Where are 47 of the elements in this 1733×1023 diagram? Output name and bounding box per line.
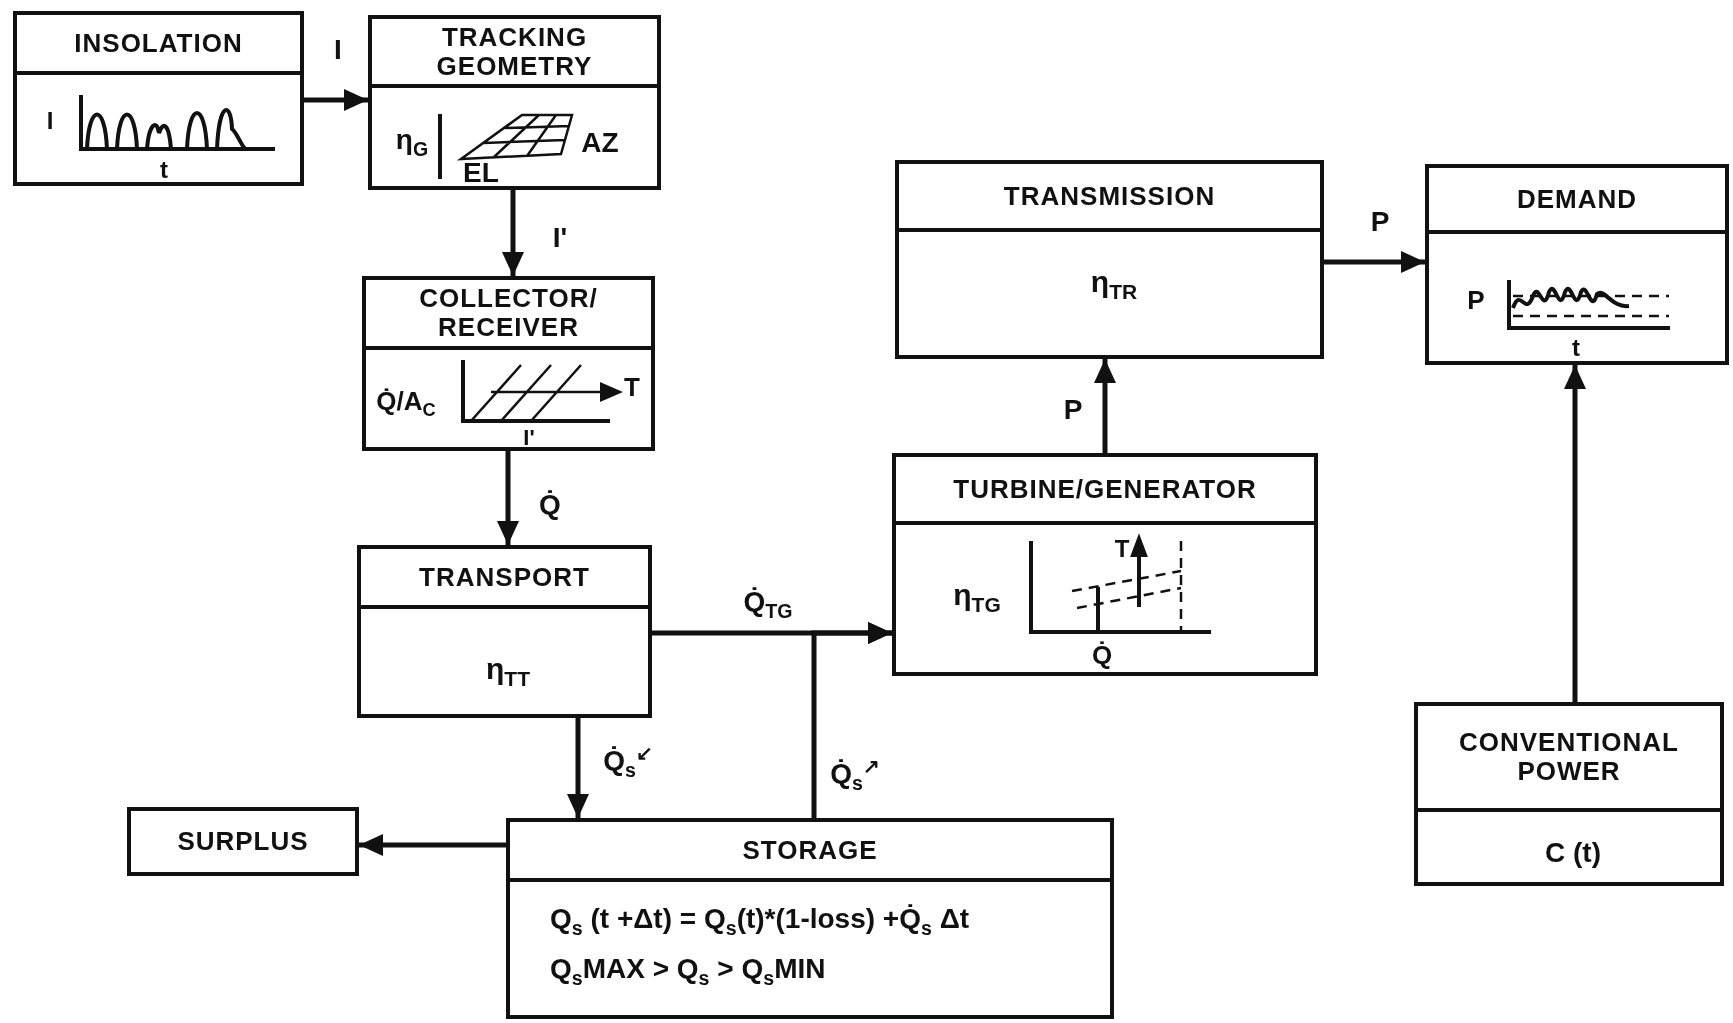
arrow [1564, 365, 1586, 702]
arrow [497, 451, 519, 545]
box-title: TRACKING GEOMETRY [435, 22, 594, 81]
box-label: η$_{TT}$ [486, 653, 530, 689]
process-box [127, 807, 359, 876]
box-label: η$_{TG}$ [953, 579, 1001, 615]
box-title: TURBINE/GENERATOR [952, 474, 1258, 504]
box-title: INSOLATION [73, 28, 244, 58]
arrow [502, 190, 524, 276]
box-label: Q$_{s}$MAX > Q$_{s}$ > Q$_{s}$MIN [550, 955, 826, 989]
box-label: T [1114, 537, 1130, 561]
arrow [567, 718, 589, 818]
box-label: η$_{TR}$ [1090, 266, 1138, 302]
arrow [1324, 251, 1425, 273]
box-label: t [1572, 336, 1580, 360]
process-box [506, 818, 1114, 1019]
process-box [362, 276, 655, 451]
process-box [357, 545, 652, 718]
box-label: I' [523, 427, 535, 449]
box-title: STORAGE [741, 835, 879, 865]
process-box [1425, 164, 1729, 365]
arrow [1094, 359, 1116, 453]
process-box [895, 160, 1324, 359]
process-box [892, 453, 1318, 676]
arrow [304, 89, 368, 111]
box-title: COLLECTOR/ RECEIVER [418, 284, 599, 342]
box-label: C (t) [1545, 839, 1601, 867]
box-label: t [160, 158, 168, 182]
box-title: SURPLUS [176, 827, 310, 856]
box-label: EL [463, 159, 499, 187]
box-title: TRANSMISSION [1002, 181, 1217, 211]
box-label: P [1467, 287, 1485, 313]
box-title: DEMAND [1515, 184, 1639, 214]
box-label: Q̇/A$_{C}$ [376, 388, 436, 420]
box-label: T [624, 374, 640, 400]
box-title: TRANSPORT [418, 562, 591, 592]
box-label: Q$_{s}$ (t +Δt) = Q$_{s}$(t)*(1-loss) +Q̇$_{s}$ Δt [550, 905, 970, 939]
box-label: Q̇ [1091, 642, 1113, 668]
box-label: AZ [581, 129, 619, 157]
process-box [368, 15, 661, 190]
box-label: I [46, 109, 54, 133]
process-box [13, 11, 304, 186]
process-box [1414, 702, 1724, 886]
box-title: CONVENTIONAL POWER [1458, 728, 1680, 786]
arrow [359, 834, 506, 856]
arrow [811, 622, 892, 818]
box-label: η$_{G}$ [395, 126, 429, 160]
